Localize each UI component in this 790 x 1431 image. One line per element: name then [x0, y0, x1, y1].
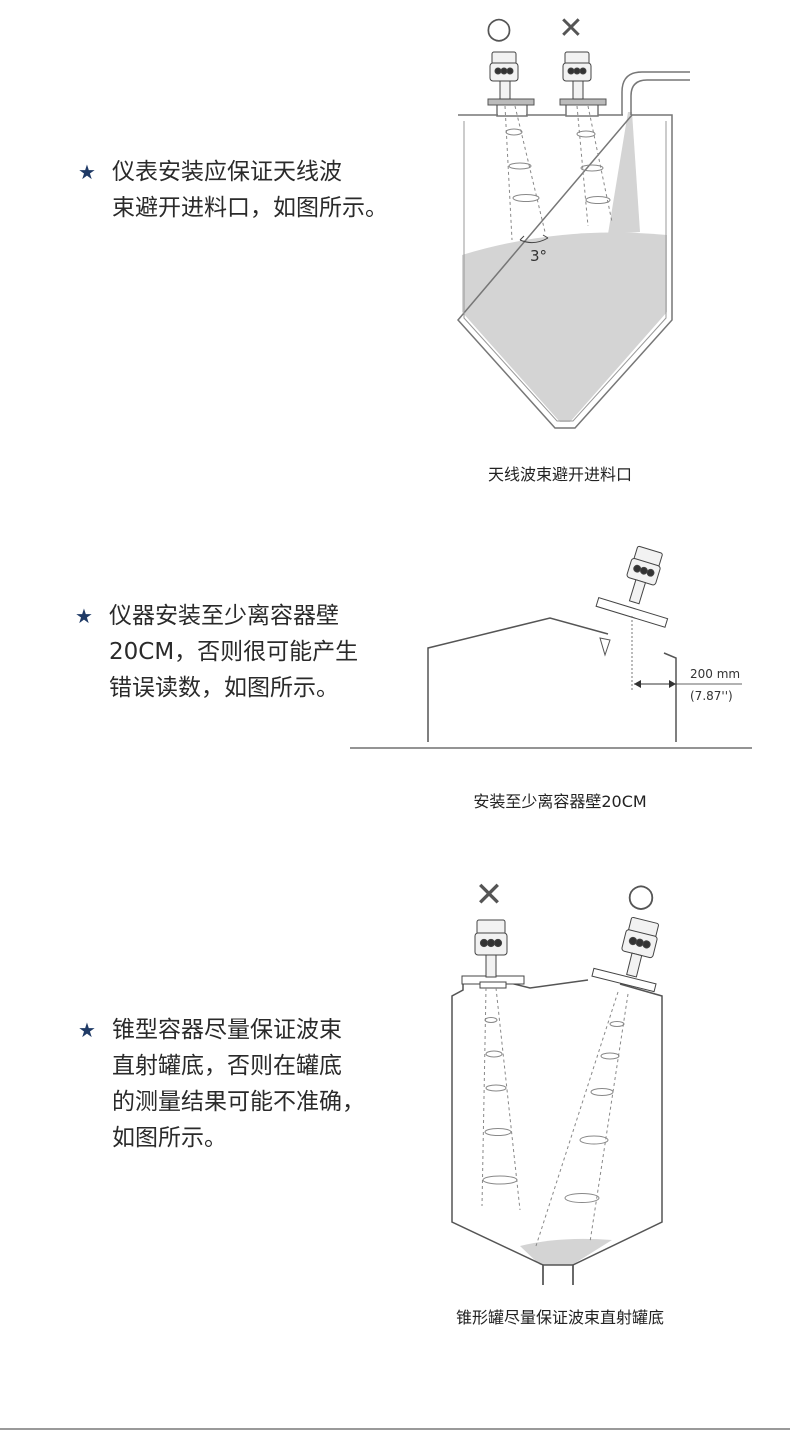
tank-outline: [457, 114, 673, 429]
star-icon: ★: [75, 604, 93, 628]
ng-mark: ✕: [475, 875, 504, 915]
note-1: ★ 仪表安装应保证天线波 束避开进料口，如图所示。: [78, 154, 388, 226]
radar-device-left: [489, 51, 519, 100]
note-2: ★ 仪器安装至少离容器壁 20CM，否则很可能产生 错误读数，如图所示。: [75, 598, 358, 706]
ok-mark: ○: [486, 11, 512, 46]
diagram-wall-distance: 200 mm (7.87''): [350, 545, 752, 749]
star-icon: ★: [78, 1018, 96, 1042]
star-icon: ★: [78, 160, 96, 184]
radar-device-right: [621, 916, 659, 978]
caption-2: 安装至少离容器壁20CM: [473, 792, 647, 811]
note-2-text: 仪器安装至少离容器壁 20CM，否则很可能产生 错误读数，如图所示。: [109, 603, 359, 701]
beam-right: [535, 991, 629, 1247]
radar-device-right: [562, 51, 592, 100]
angle-label: 3°: [530, 247, 547, 265]
vessel-roof: [427, 617, 677, 742]
beam-left: [481, 987, 521, 1211]
material-fill: [520, 1238, 612, 1265]
diagram-feed-inlet: ○ ✕ 3°: [457, 11, 690, 429]
note-1-text: 仪表安装应保证天线波 束避开进料口，如图所示。: [112, 159, 388, 221]
beam-left: [504, 105, 546, 241]
bottom-divider: [0, 1428, 790, 1430]
feed-stream: [608, 112, 640, 234]
caption-1: 天线波束避开进料口: [487, 465, 632, 484]
note-3: ★ 锥型容器尽量保证波束 直射罐底，否则在罐底 的测量结果可能不准确， 如图所示…: [78, 1012, 365, 1156]
ok-mark: ○: [627, 876, 655, 914]
caption-3: 锥形罐尽量保证波束直射罐底: [455, 1308, 664, 1327]
radar-device-left: [474, 919, 508, 978]
dimension-mm: 200 mm: [690, 667, 740, 681]
ng-mark: ✕: [558, 11, 583, 46]
radar-device: [626, 545, 663, 605]
diagram-cone-tank: ✕ ○: [451, 875, 663, 1285]
note-3-text: 锥型容器尽量保证波束 直射罐底，否则在罐底 的测量结果可能不准确， 如图所示。: [112, 1017, 365, 1151]
material-fill: [462, 232, 667, 422]
dimension-in: (7.87''): [690, 689, 733, 703]
